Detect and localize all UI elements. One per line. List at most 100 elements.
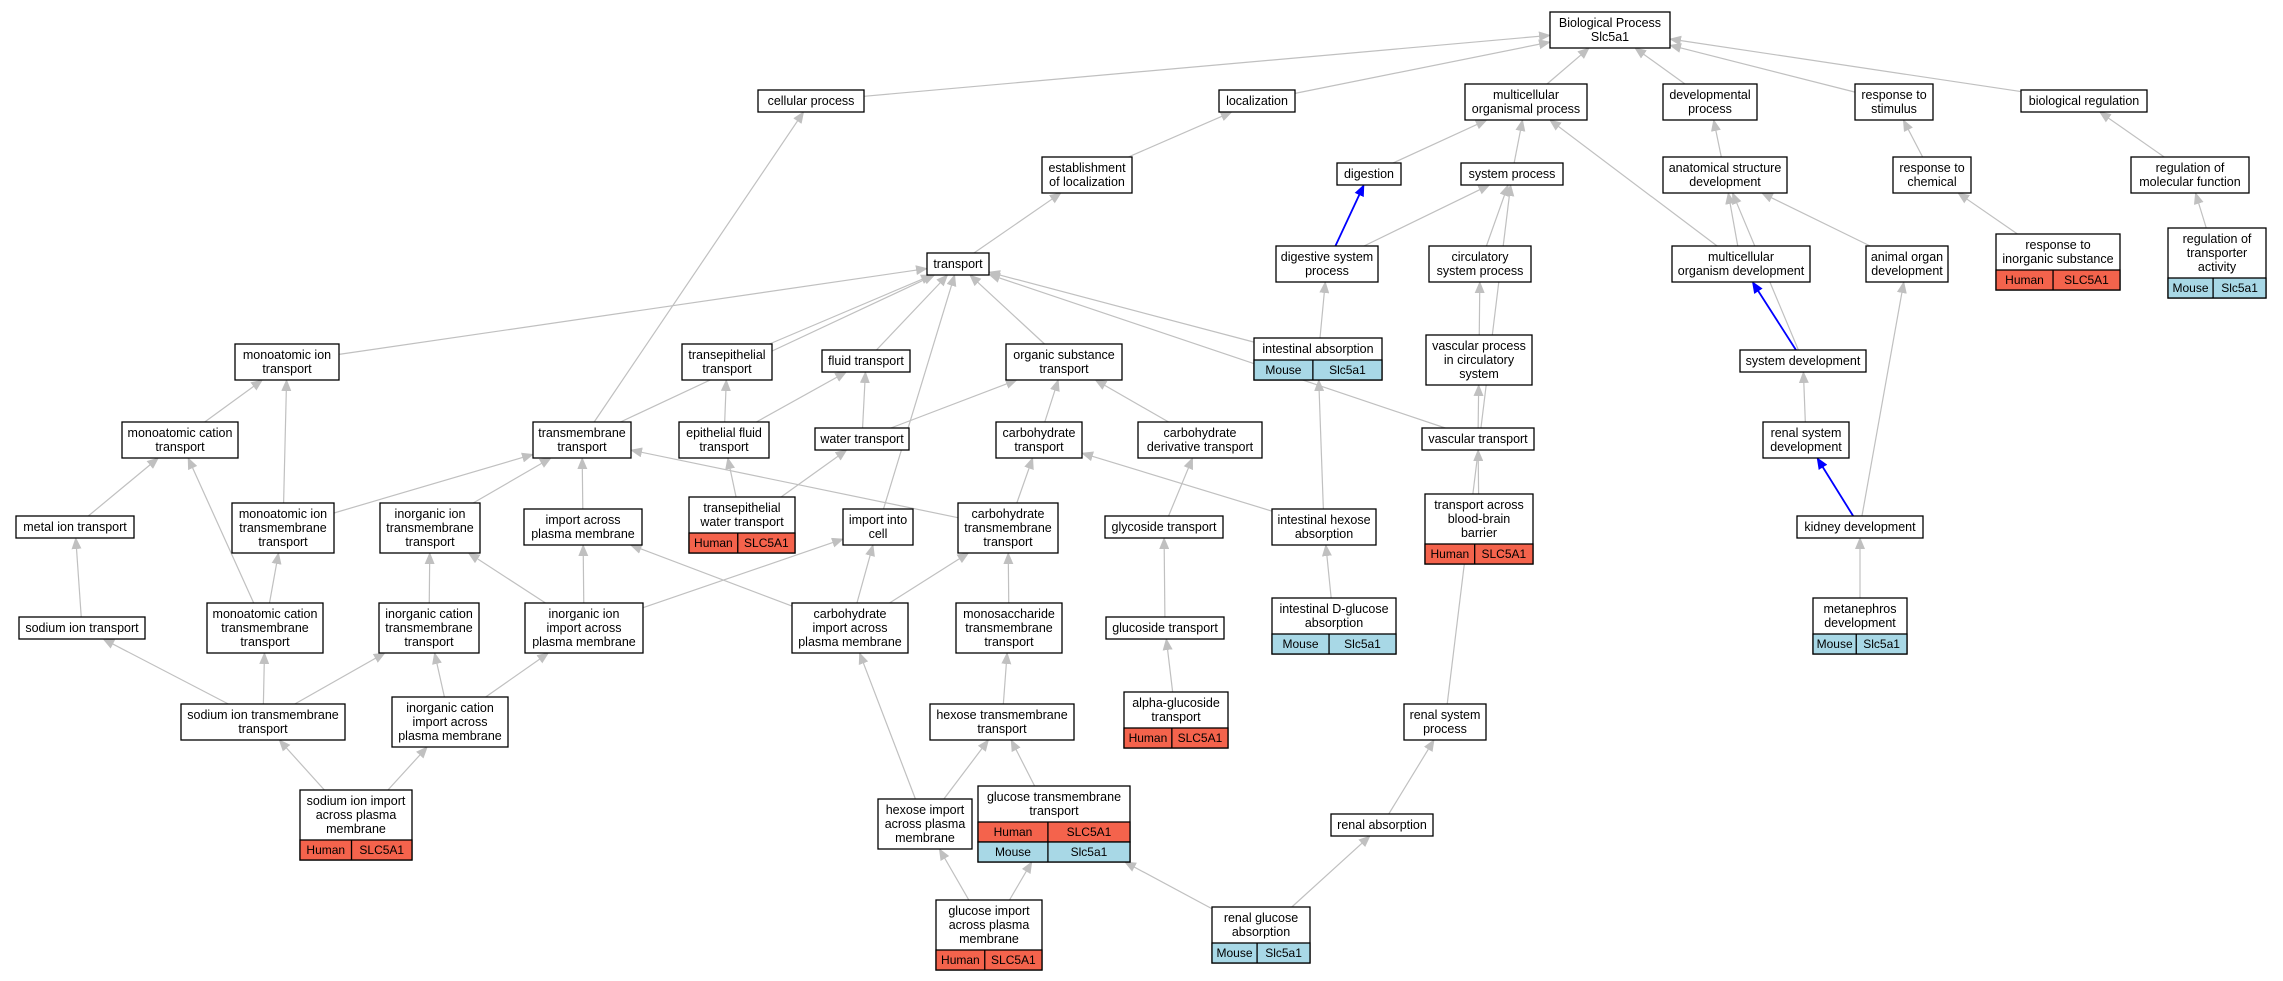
human-badge — [1123, 727, 1229, 749]
node-label: blood-brain — [1448, 512, 1511, 526]
go-term-node[interactable]: transport — [926, 252, 990, 276]
go-term-node[interactable]: fluid transport — [821, 349, 911, 373]
edge — [1902, 119, 1924, 158]
node-box — [957, 502, 1059, 554]
node-label: localization — [1226, 94, 1288, 108]
node-label: hexose transmembrane — [936, 708, 1067, 722]
go-term-node[interactable]: kidney development — [1796, 515, 1924, 539]
go-term-node[interactable]: glucoside transport — [1105, 616, 1225, 640]
node-label: sodium ion transport — [25, 621, 139, 635]
edge — [1549, 119, 1718, 247]
edge — [1751, 281, 1797, 351]
edge — [259, 652, 270, 705]
node-label: transmembrane — [221, 621, 309, 635]
go-term-node[interactable]: system process — [1460, 162, 1564, 186]
node-box — [929, 703, 1075, 741]
node-label: molecular function — [2139, 175, 2240, 189]
node-label: import into — [849, 513, 907, 527]
go-term-node[interactable]: digestion — [1336, 162, 1402, 186]
gene-label: Slc5a1 — [1329, 363, 1366, 377]
edge — [725, 457, 737, 498]
go-term-node[interactable]: sodium ion transport — [18, 616, 146, 640]
node-label: chemical — [1907, 175, 1956, 189]
node-label: inorganic ion — [549, 607, 620, 621]
node-box — [1330, 813, 1434, 837]
edge — [1634, 47, 1686, 85]
go-term-node[interactable]: vascular transport — [1421, 427, 1535, 451]
go-term-node[interactable]: system development — [1739, 349, 1867, 373]
gene-label: SLC5A1 — [2064, 273, 2109, 287]
node-label: carbohydrate — [972, 507, 1045, 521]
node-box — [1218, 89, 1296, 113]
edge — [204, 379, 264, 423]
edge — [859, 371, 870, 429]
node-label: response to — [2025, 238, 2090, 252]
edge — [578, 544, 589, 604]
node-box — [1421, 427, 1535, 451]
go-term-node[interactable]: renal absorption — [1330, 813, 1434, 837]
node-label: stimulus — [1871, 102, 1917, 116]
go-term-node[interactable]: localization — [1218, 89, 1296, 113]
go-term-node[interactable]: metal ion transport — [15, 515, 135, 539]
go-term-node[interactable]: biological regulation — [2020, 89, 2148, 113]
edge — [780, 449, 848, 498]
node-label: glucoside transport — [1112, 621, 1218, 635]
node-box — [955, 602, 1063, 654]
node-label: vascular process — [1432, 339, 1526, 353]
edge — [938, 848, 970, 901]
go-term-node[interactable]: cellular process — [757, 89, 865, 113]
go-term-node[interactable]: glycoside transport — [1104, 515, 1224, 539]
go-term-node[interactable]: water transport — [814, 427, 910, 451]
